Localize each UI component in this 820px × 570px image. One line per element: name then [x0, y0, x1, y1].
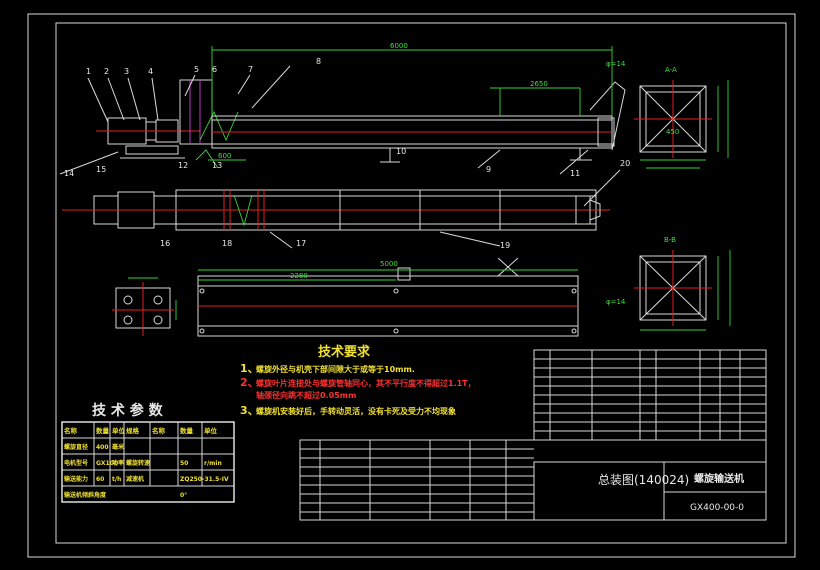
motor-base	[125, 145, 179, 155]
req-text: 螺旋机安装好后，手转动灵活，没有卡死及受力不均现象	[256, 406, 456, 416]
part-label: 11	[570, 169, 580, 178]
param-header-cell: 单位	[112, 426, 126, 435]
section-a-flange: 450	[666, 128, 679, 136]
part-label: 2	[104, 67, 109, 76]
section-b-label: B-B	[664, 236, 676, 244]
part-label: 16	[160, 239, 170, 248]
bom-table	[299, 349, 767, 521]
req-text: 螺旋叶片连接处与螺旋管轴同心，其不平行度不得超过1.1T，	[256, 378, 476, 388]
param-cell: 50	[180, 460, 188, 467]
section-a-dia: φ=14	[606, 60, 626, 68]
part-label: 4	[148, 67, 153, 76]
part-label: 3	[124, 67, 129, 76]
param-cell: 60	[96, 476, 104, 483]
dim-hopper-width: 600	[218, 152, 231, 160]
title-block: 总装图(140024) 螺旋输送机 GX400-00-0	[533, 461, 767, 521]
feed-hopper	[179, 79, 213, 145]
part-label: 19	[500, 241, 510, 250]
part-label: 6	[212, 65, 217, 74]
req-num: 2、	[240, 376, 259, 389]
param-header-cell: 名称	[152, 426, 166, 435]
param-cell: 输送能力	[64, 475, 88, 483]
param-cell: 减速机	[126, 475, 144, 483]
param-header-cell: 数量	[96, 426, 110, 435]
inner-border	[55, 22, 787, 544]
part-label: 18	[222, 239, 232, 248]
section-a-label: A-A	[665, 66, 677, 74]
dim-span: 2280	[290, 272, 308, 280]
part-label: 13	[212, 161, 222, 170]
part-label: 5	[194, 65, 199, 74]
req-text: 螺旋外径与机壳下部间隙大于或等于10mm.	[256, 364, 415, 374]
part-label: 7	[248, 65, 253, 74]
drawing-name: 螺旋输送机	[694, 472, 744, 485]
tech-req-heading: 技术要求	[318, 344, 371, 360]
tech-params-heading: 技 术 参 数	[92, 402, 164, 419]
drawing-code: GX400-00-0	[690, 503, 744, 513]
dim-overall-length: 6000	[390, 42, 408, 50]
param-header-cell: 规格	[126, 426, 140, 435]
part-label: 17	[296, 239, 306, 248]
tech-requirements: 技术要求 1、螺旋外径与机壳下部间隙大于或等于10mm. 2、螺旋叶片连接处与螺旋…	[240, 344, 476, 417]
param-header-cell: 名称	[64, 426, 78, 435]
section-b: B-B φ=14	[606, 236, 731, 331]
sheet-label: 总装图(140024)	[598, 473, 689, 487]
tech-params-table	[61, 421, 235, 503]
part-label: 14	[64, 169, 74, 178]
req-num: 1、	[240, 362, 259, 375]
base-view: 5000 2280	[112, 257, 579, 337]
part-label: 10	[396, 147, 406, 156]
param-cell: 毫米	[112, 443, 124, 451]
part-label: 9	[486, 165, 491, 174]
param-cell: ZQ250-31.5-IV	[180, 476, 229, 483]
section-a: A-A φ=14 450	[606, 60, 729, 169]
param-cell: t/h	[112, 476, 121, 483]
dim-base-length: 5000	[380, 260, 398, 268]
param-cell: 功率	[112, 459, 124, 467]
param-cell: 螺旋直径	[64, 443, 88, 451]
part-label: 8	[316, 57, 321, 66]
param-cell: GX100	[96, 460, 118, 467]
param-cell: 0°	[180, 492, 187, 499]
part-label: 1	[86, 67, 91, 76]
param-cell: r/min	[204, 460, 222, 467]
param-header-cell: 单位	[204, 426, 218, 435]
dim-mid-length: 2650	[530, 80, 548, 88]
param-cell: 电机型号	[64, 459, 88, 467]
elevation-view: 6000 2650 600	[59, 42, 626, 175]
part-label: 15	[96, 165, 106, 174]
plan-view	[62, 169, 621, 249]
req-num: 3、	[240, 404, 259, 417]
part-label: 12	[178, 161, 188, 170]
part-label: 20	[620, 159, 630, 168]
param-header-cell: 数量	[180, 426, 194, 435]
param-cell: 输送机倾斜角度	[64, 491, 107, 499]
param-cell: 400	[96, 444, 109, 451]
section-b-dia: φ=14	[606, 298, 626, 306]
req-text: 轴颈径向跳不超过0.05mm	[256, 390, 356, 400]
outer-border	[27, 13, 796, 558]
param-cell: 螺旋转速	[126, 459, 150, 467]
